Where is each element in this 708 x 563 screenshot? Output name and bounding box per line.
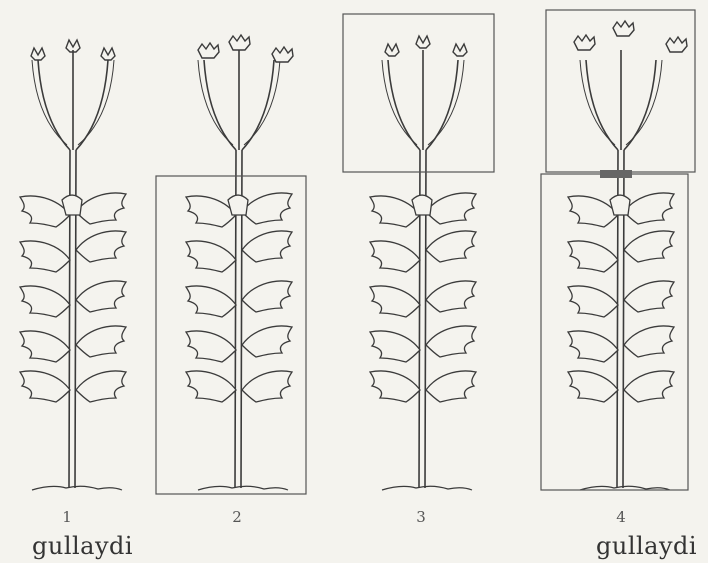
panel-4-caption: gullaydi [596, 532, 697, 560]
panel-1-number: 1 [52, 508, 82, 526]
plant-4 [568, 21, 687, 490]
plant-1 [20, 40, 126, 490]
plant-3 [370, 36, 476, 490]
panel-3-number: 3 [406, 508, 436, 526]
panel-2-number: 2 [222, 508, 252, 526]
plant-2 [186, 35, 293, 490]
clamp-4 [600, 170, 632, 178]
panel-1-caption: gullaydi [32, 532, 133, 560]
panel-4-number: 4 [606, 508, 636, 526]
